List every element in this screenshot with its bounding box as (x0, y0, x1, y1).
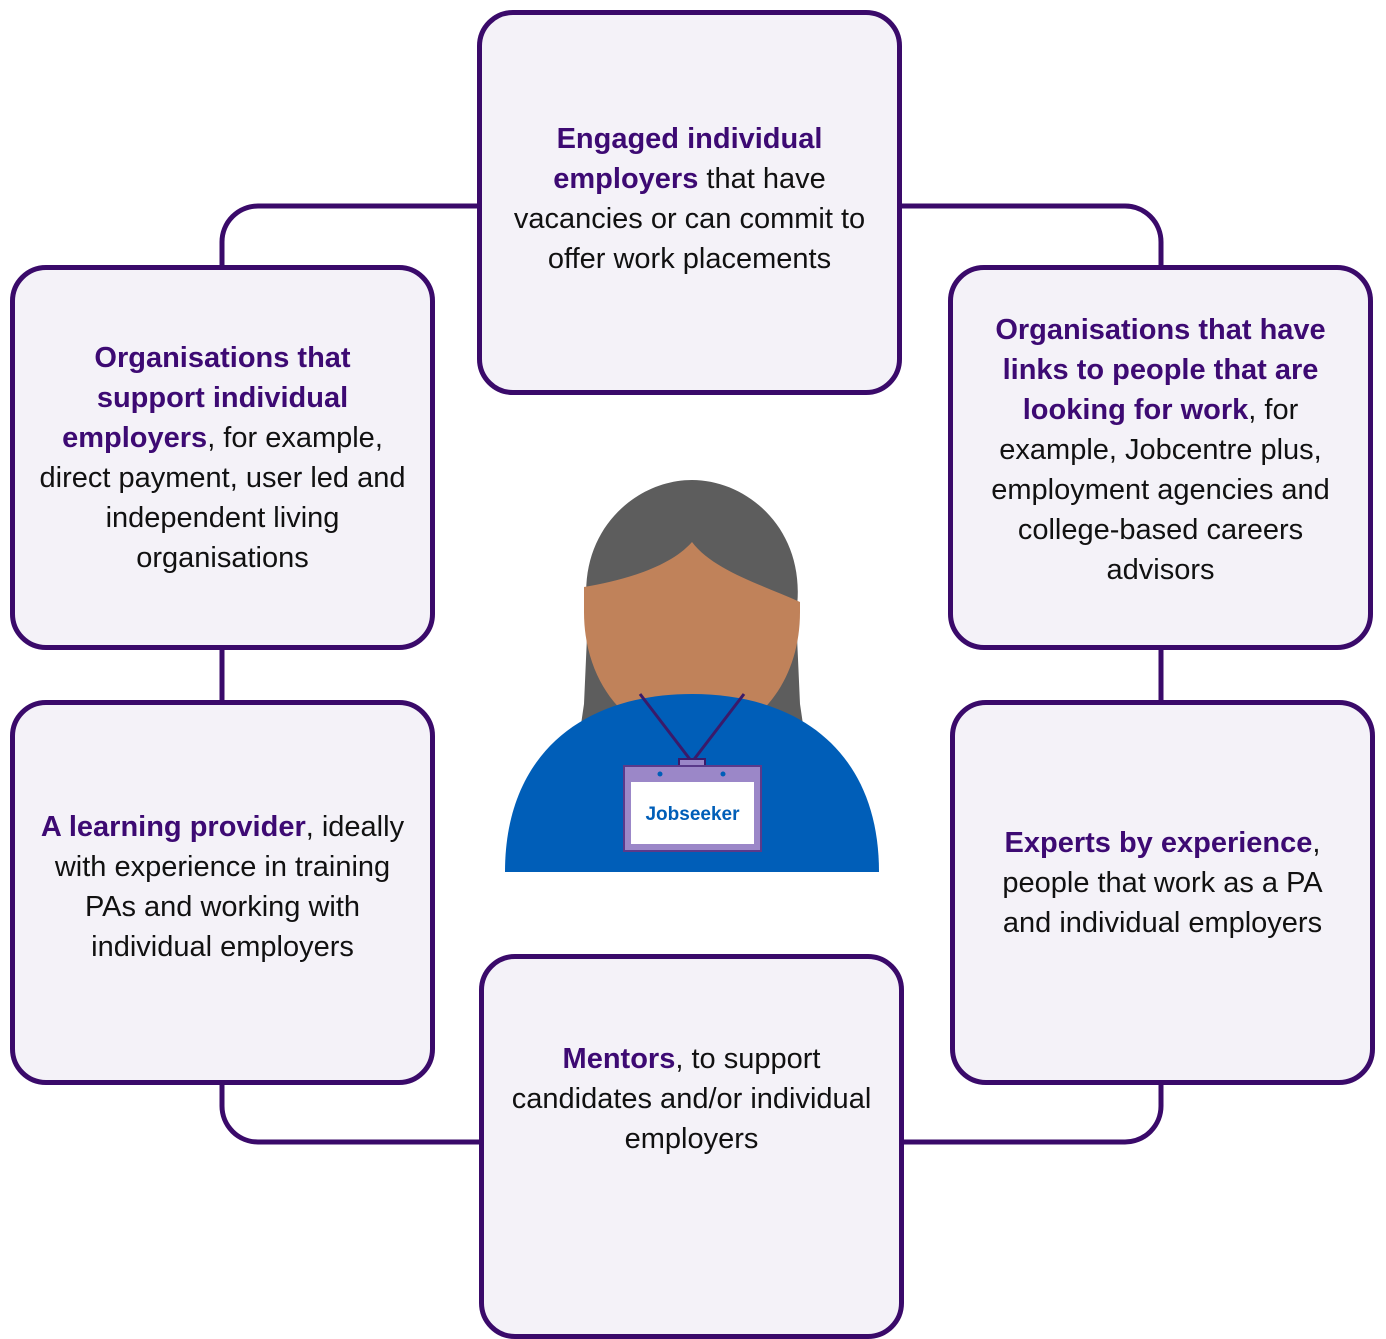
badge-hole (720, 771, 726, 777)
card-heading: Mentors (562, 1042, 676, 1075)
face-shape (584, 542, 800, 740)
card-mentors: Mentors, to support candidates and/or in… (479, 954, 904, 1339)
card-text: , ideally with experience in training PA… (54, 810, 405, 963)
badge-hole (657, 771, 663, 777)
card-text: , to support candidates and/or individua… (511, 1042, 872, 1155)
card-support-organisations: Organisations that support individual em… (10, 265, 435, 650)
card-heading: Experts by experience (1004, 826, 1313, 859)
card-heading: Organisations that have links to people … (995, 313, 1326, 426)
card-learning-provider: A learning provider, ideally with experi… (10, 700, 435, 1085)
card-heading: Engaged individual employers (553, 122, 823, 195)
card-engaged-employers: Engaged individual employers that have v… (477, 10, 902, 395)
card-text: , people that work as a PA and individua… (1002, 826, 1323, 939)
card-text: , for example, direct payment, user led … (39, 421, 406, 574)
card-text: , for example, Jobcentre plus, employmen… (991, 393, 1330, 586)
jobseeker-figure: Jobseeker (505, 480, 879, 872)
card-job-seeker-organisations: Organisations that have links to people … (948, 265, 1373, 650)
card-heading: Organisations that support individual em… (62, 341, 351, 454)
badge-card (631, 782, 754, 844)
card-heading: A learning provider (40, 810, 306, 843)
badge-label: Jobseeker (645, 804, 740, 825)
card-text: that have vacancies or can commit to off… (513, 162, 866, 275)
card-experts-by-experience: Experts by experience, people that work … (950, 700, 1375, 1085)
